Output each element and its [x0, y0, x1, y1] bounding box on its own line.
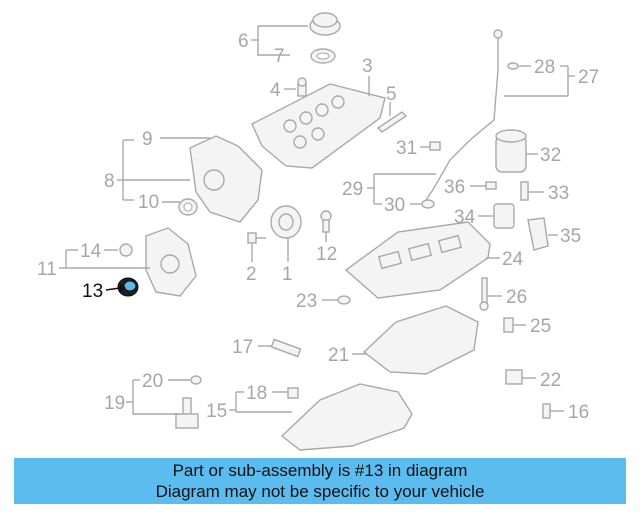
callout-29: 29 [342, 179, 363, 200]
part-11-lower-cover [145, 227, 197, 297]
callout-14: 14 [80, 241, 102, 262]
callout-33: 33 [548, 183, 569, 204]
part-26-bolt [479, 277, 489, 311]
callout-32: 32 [540, 145, 561, 166]
leader-lines [59, 25, 575, 415]
callout-labels: 6 7 4 3 5 9 8 10 14 11 13 2 1 12 28 27 3… [37, 31, 599, 423]
callout-31: 31 [396, 138, 417, 159]
callout-26: 26 [506, 287, 527, 308]
part-2-bolt [247, 232, 266, 244]
part-28-seal [507, 62, 519, 70]
part-dipstick-tube [425, 29, 503, 201]
callout-13: 13 [82, 281, 103, 302]
part-18-plug [287, 387, 299, 399]
part-22-sensor [505, 369, 523, 385]
part-30-ring [421, 199, 435, 209]
callout-36: 36 [444, 177, 465, 198]
callout-12: 12 [316, 244, 337, 265]
callout-30: 30 [384, 195, 405, 216]
callout-24: 24 [502, 249, 524, 270]
part-6-oil-cap [309, 12, 341, 36]
callout-17: 17 [232, 337, 253, 358]
callout-3: 3 [362, 56, 373, 77]
part-25-bolt [503, 317, 514, 333]
part-1-pulley [270, 205, 302, 239]
callout-10: 10 [138, 192, 159, 213]
callout-35: 35 [560, 226, 581, 247]
part-24-upper-oil-pan [344, 221, 491, 299]
callout-5: 5 [386, 84, 397, 105]
part-4-bolt [297, 77, 307, 97]
part-16-bolt [542, 403, 551, 419]
callout-23: 23 [296, 291, 317, 312]
part-21-baffle [362, 305, 479, 375]
part-17-stud [270, 338, 302, 358]
callout-2: 2 [246, 264, 257, 285]
part-31-bolt [429, 141, 441, 151]
part-5-gasket [376, 111, 408, 133]
callout-27: 27 [578, 67, 599, 88]
part-3-valve-cover [251, 83, 386, 169]
part-13-seal-highlighted [117, 277, 139, 297]
callout-25: 25 [530, 316, 551, 337]
part-9-timing-cover [189, 135, 263, 223]
part-32-oil-filter [495, 129, 527, 173]
part-19-sensor [175, 397, 199, 429]
callout-15: 15 [206, 401, 227, 422]
part-35-bracket [527, 217, 549, 251]
callout-21: 21 [328, 345, 349, 366]
parts-diagram: 6 7 4 3 5 9 8 10 14 11 13 2 1 12 28 27 3… [37, 12, 599, 451]
banner-line-2: Diagram may not be specific to your vehi… [155, 482, 485, 501]
part-15-lower-oil-pan [280, 383, 413, 451]
part-36-bolt [485, 181, 497, 190]
part-10-seal [178, 198, 198, 216]
callout-8: 8 [104, 171, 115, 192]
callout-16: 16 [568, 402, 589, 423]
callout-11: 11 [37, 259, 57, 280]
callout-28: 28 [534, 57, 555, 78]
callout-19: 19 [104, 393, 125, 414]
part-34-sensor [493, 203, 515, 229]
part-7-seal [310, 48, 336, 64]
part-33-stud [520, 181, 529, 201]
part-12-bolt [320, 210, 332, 233]
callout-34: 34 [454, 207, 476, 228]
callout-7: 7 [274, 46, 285, 67]
callout-22: 22 [540, 370, 561, 391]
callout-4: 4 [270, 80, 281, 101]
callout-20: 20 [142, 371, 163, 392]
part-20-ring [190, 375, 202, 385]
callout-1: 1 [282, 264, 293, 285]
callout-9: 9 [142, 129, 153, 150]
info-banner: Part or sub-assembly is #13 in diagram D… [14, 458, 626, 504]
callout-6: 6 [238, 31, 249, 52]
callout-18: 18 [246, 383, 267, 404]
part-23-seal [337, 295, 351, 305]
banner-line-1: Part or sub-assembly is #13 in diagram [172, 461, 468, 480]
part-14-plug [119, 243, 133, 257]
